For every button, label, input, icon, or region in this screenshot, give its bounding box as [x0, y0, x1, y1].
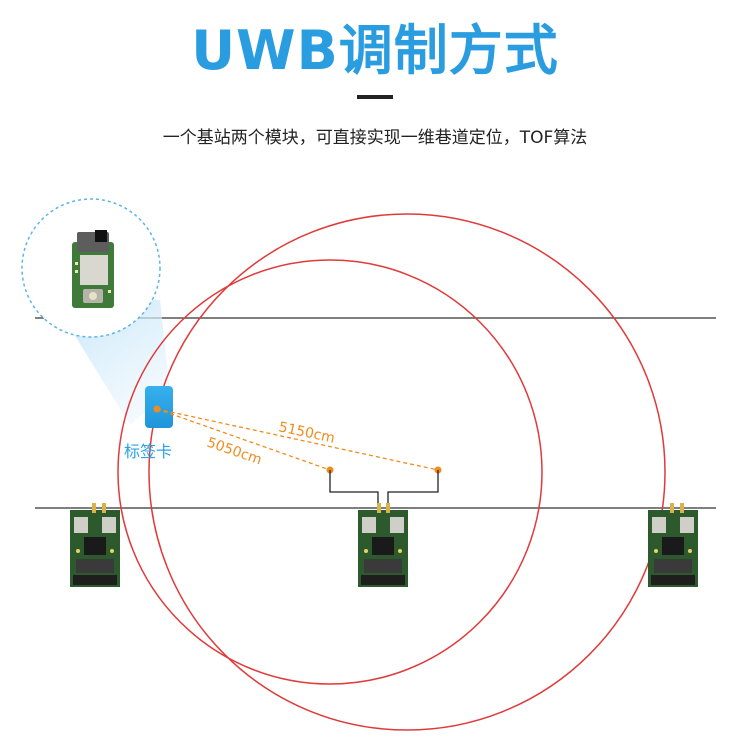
distance-line-1 [156, 408, 439, 471]
page-title: UWB调制方式 [191, 19, 559, 82]
tag-point [153, 405, 161, 413]
range-circle-2 [117, 259, 543, 685]
distance-label-1: 5150cm [277, 419, 336, 446]
tag-module-icon [72, 230, 114, 308]
antenna-cable-1 [329, 470, 379, 512]
antenna-cable-2 [387, 470, 439, 512]
distance-label-2: 5050cm [205, 435, 264, 469]
distance-line-2 [156, 408, 331, 471]
page-subtitle: 一个基站两个模块，可直接实现一维巷道定位，TOF算法 [162, 128, 588, 148]
base-station-right [648, 503, 698, 587]
base-station-center [358, 503, 408, 587]
tag-zoom-view [21, 198, 161, 338]
tag-card-label: 标签卡 [124, 442, 172, 461]
title-divider [357, 95, 393, 99]
base-station-left [70, 503, 120, 587]
range-circle-1 [148, 213, 666, 731]
